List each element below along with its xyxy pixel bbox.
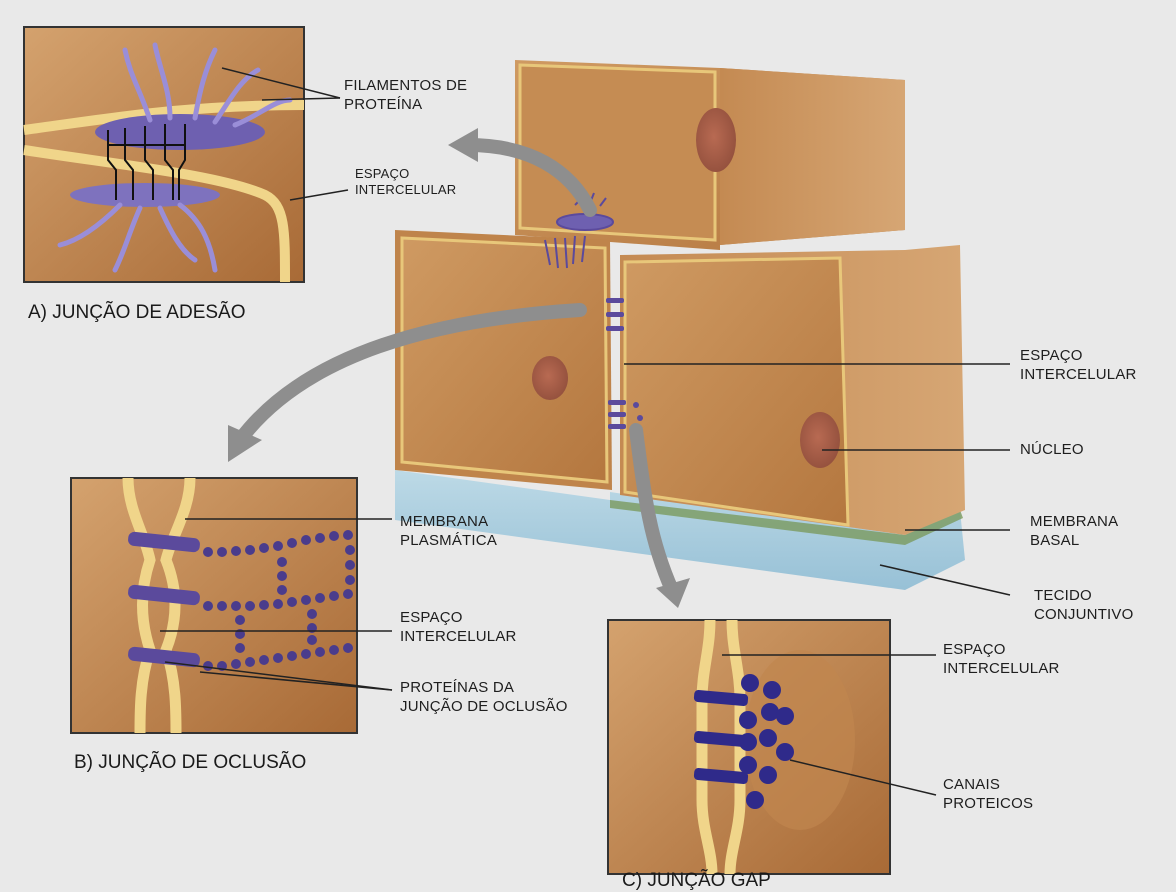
- label-intercellular-space-c: ESPAÇO INTERCELULAR: [943, 640, 1060, 678]
- label-connective-tissue: TECIDO CONJUNTIVO: [1034, 586, 1134, 624]
- left-cell-nucleus: [532, 356, 568, 400]
- title-gap-junction: C) JUNÇÃO GAP: [622, 870, 771, 892]
- label-intercellular-space-main: ESPAÇO INTERCELULAR: [1020, 346, 1137, 384]
- label-plasma-membrane: MEMBRANA PLASMÁTICA: [400, 512, 497, 550]
- label-nucleus: NÚCLEO: [1020, 440, 1084, 459]
- label-protein-filaments: FILAMENTOS DE PROTEÍNA: [344, 76, 467, 114]
- inset-gap: [608, 620, 936, 874]
- arrowhead-adhesion: [448, 128, 478, 162]
- upper-cell-nucleus: [696, 108, 736, 172]
- inset-occlusion: [71, 478, 392, 733]
- title-adhesion-junction: A) JUNÇÃO DE ADESÃO: [28, 302, 246, 324]
- inset-adhesion: [24, 27, 348, 282]
- label-protein-channels: CANAIS PROTEICOS: [943, 775, 1033, 813]
- inset-a-plaque-bottom: [70, 183, 220, 207]
- right-cell-nucleus: [800, 412, 840, 468]
- block-tight-junction: [606, 298, 624, 331]
- label-occlusion-proteins: PROTEÍNAS DA JUNÇÃO DE OCLUSÃO: [400, 678, 568, 716]
- label-intercellular-space-a: ESPAÇO INTERCELULAR: [355, 166, 456, 198]
- label-basal-membrane: MEMBRANA BASAL: [1030, 512, 1118, 550]
- title-occlusion-junction: B) JUNÇÃO DE OCLUSÃO: [74, 752, 306, 774]
- label-intercellular-space-b: ESPAÇO INTERCELULAR: [400, 608, 517, 646]
